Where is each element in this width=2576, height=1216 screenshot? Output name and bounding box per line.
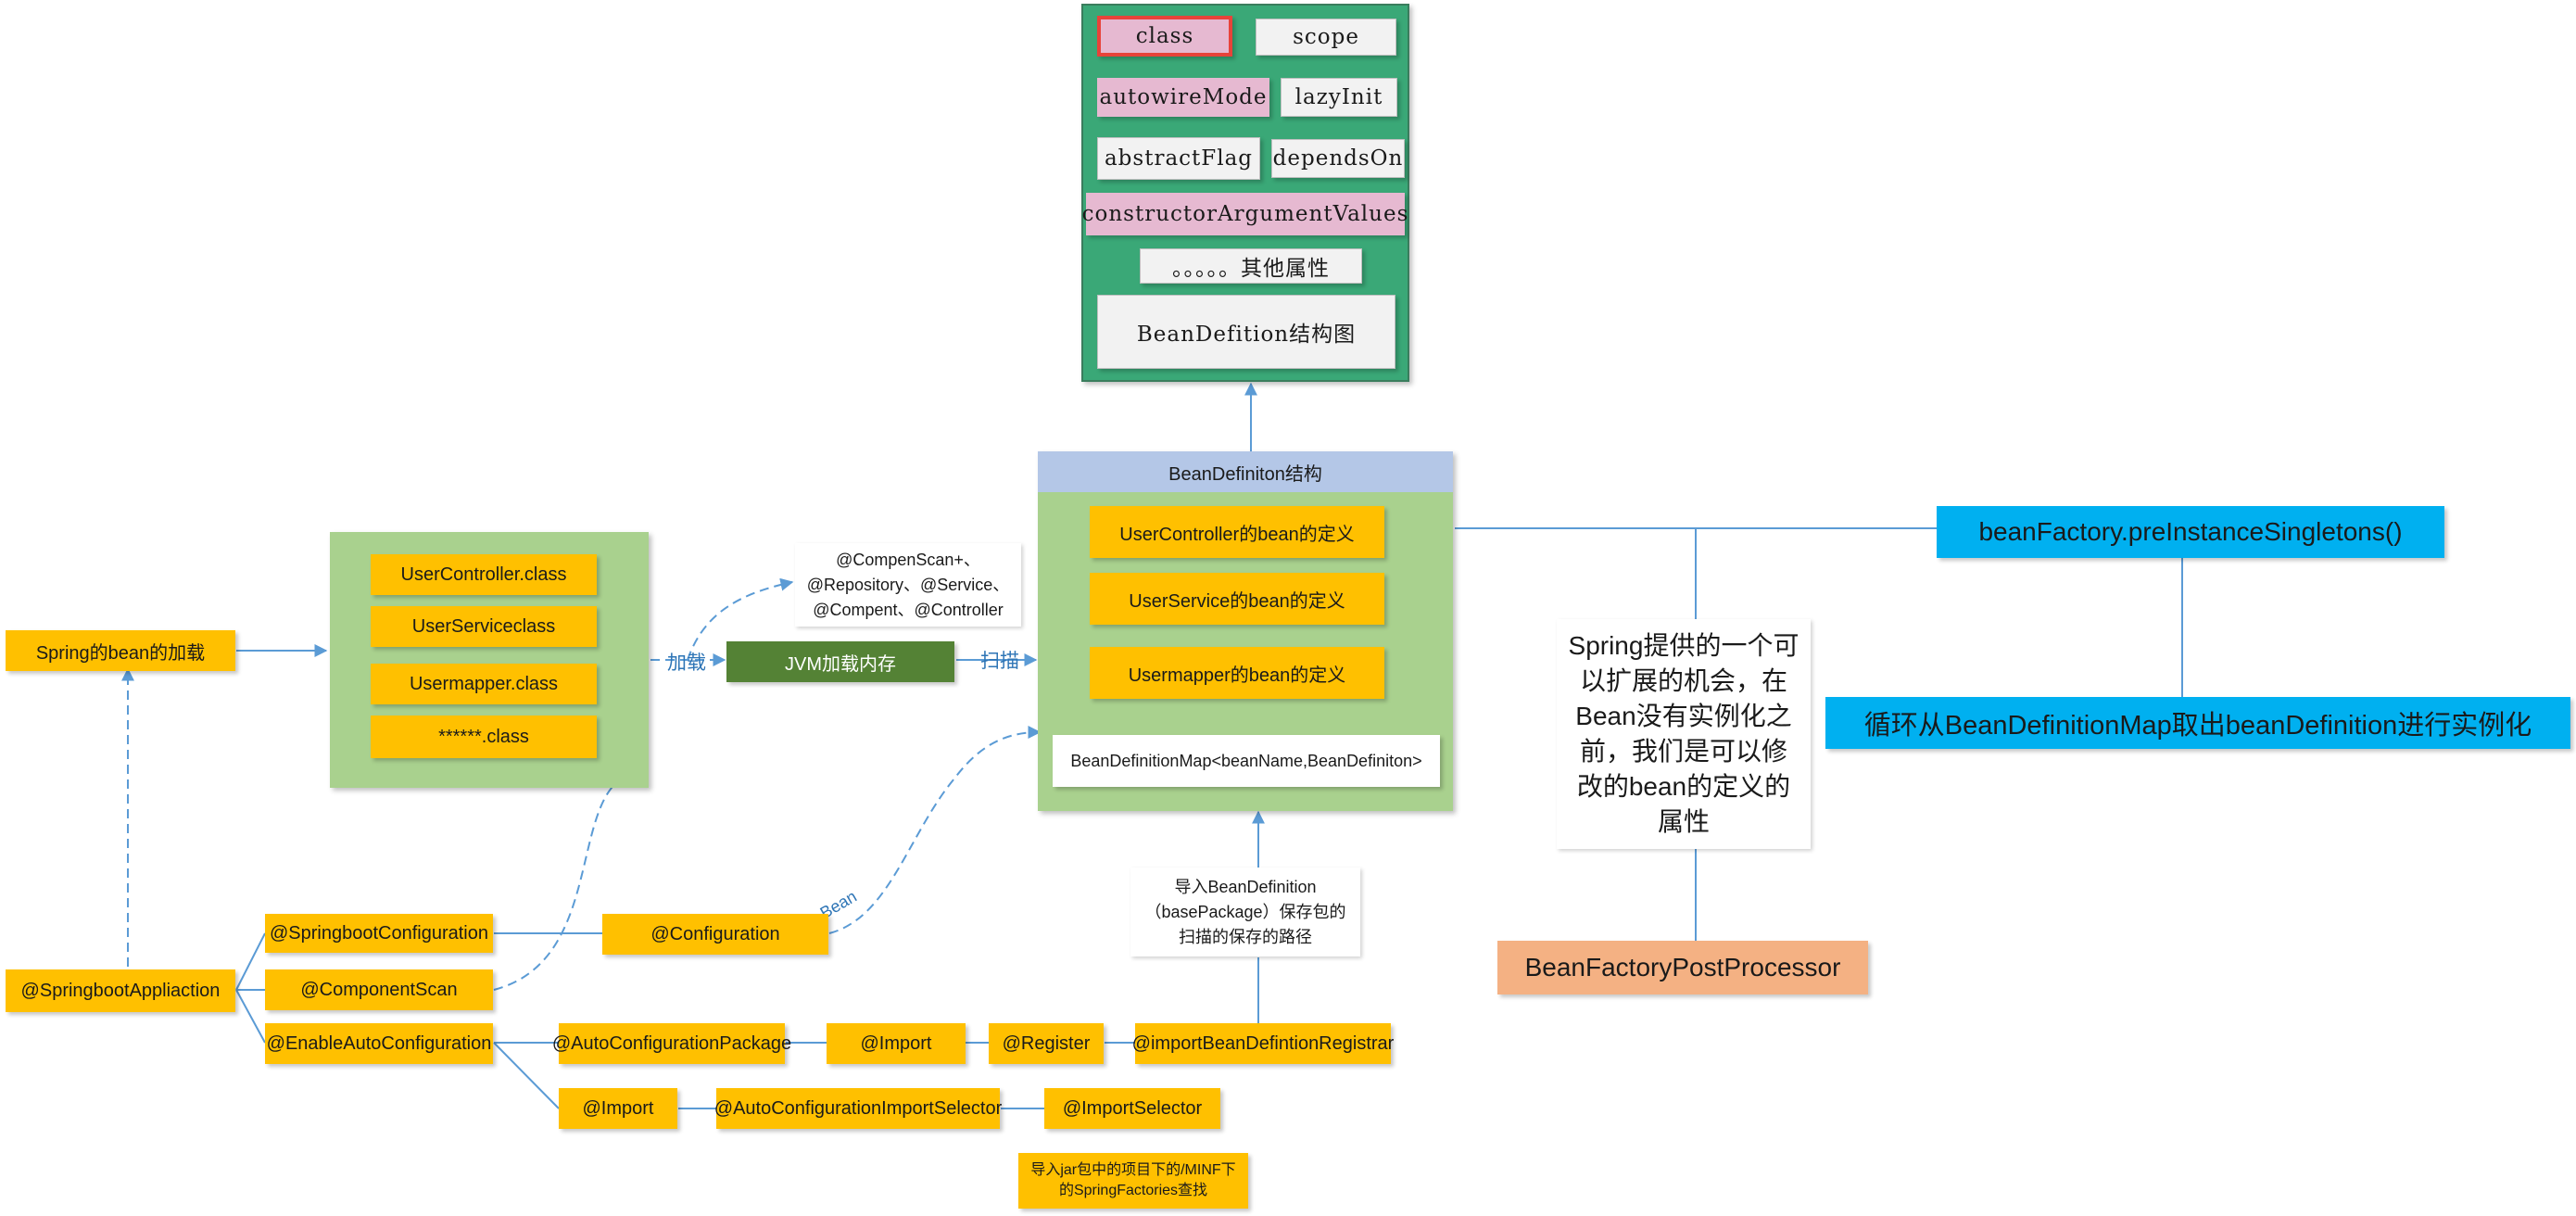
class-user-service: UserServiceclass xyxy=(371,606,597,647)
configuration: @Configuration xyxy=(602,914,828,955)
import-note-line-2: （basePackage）保存包的 xyxy=(1144,902,1346,921)
component-scan: @ComponentScan xyxy=(265,969,493,1010)
field-constructor-argument-values: constructorArgumentValues xyxy=(1082,193,1408,235)
bean-factory-post-processor: BeanFactoryPostProcessor xyxy=(1497,941,1868,994)
field-scope: scope xyxy=(1256,19,1396,56)
spring-note-line-5: 改的bean的定义的 xyxy=(1576,772,1791,801)
jar-note-line-2: 的SpringFactories查找 xyxy=(1058,1183,1208,1198)
bean-definition-caption: BeanDefition结构图 xyxy=(1097,295,1395,369)
spring-extension-note: Spring提供的一个可 以扩展的机会，在 Bean没有实例化之 前，我们是可以… xyxy=(1557,619,1811,849)
enable-auto-configuration: @EnableAutoConfiguration xyxy=(265,1023,493,1064)
class-user-controller: UserController.class xyxy=(371,554,597,595)
spring-note-line-3: Bean没有实例化之 xyxy=(1575,702,1792,730)
class-user-mapper: Usermapper.class xyxy=(371,664,597,704)
spring-note-line-4: 前，我们是可以修 xyxy=(1579,737,1787,766)
import-bean-definition-note: 导入BeanDefinition （basePackage）保存包的 扫描的保存… xyxy=(1130,868,1360,956)
field-abstract-flag: abstractFlag xyxy=(1097,137,1260,180)
spring-note-line-1: Spring提供的一个可 xyxy=(1568,631,1799,660)
field-other-properties: 。。。。。其他属性 xyxy=(1140,248,1362,284)
load-label: 加载 xyxy=(667,652,706,674)
jvm-memory: JVM加载内存 xyxy=(726,641,954,682)
import-annotation-2: @Import xyxy=(559,1088,677,1129)
import-note-line-1: 导入BeanDefinition xyxy=(1174,877,1317,896)
jar-factories-note: 导入jar包中的项目下的/MINF下 的SpringFactories查找 xyxy=(1018,1153,1248,1209)
bean-definition-structure-header: BeanDefiniton结构 xyxy=(1038,451,1453,492)
field-depends-on: dependsOn xyxy=(1271,139,1405,178)
scan-note-line-2: @Repository、@Service、 xyxy=(806,575,1010,594)
springboot-application: @SpringbootAppliaction xyxy=(6,969,235,1012)
scan-note-line-1: @CompenScan+、 xyxy=(836,550,980,569)
loop-instantiate: 循环从BeanDefinitionMap取出beanDefinition进行实例… xyxy=(1825,697,2570,749)
bean-def-user-service: UserService的bean的定义 xyxy=(1090,573,1384,625)
bean-def-user-mapper: Usermapper的bean的定义 xyxy=(1090,647,1384,699)
field-class: class xyxy=(1097,16,1232,57)
auto-configuration-package: @AutoConfigurationPackage xyxy=(552,1023,791,1064)
pre-instance-singletons: beanFactory.preInstanceSingletons() xyxy=(1937,506,2444,558)
bean-def-user-controller: UserController的bean的定义 xyxy=(1090,506,1384,558)
scan-annotation-note: @CompenScan+、 @Repository、@Service、 @Com… xyxy=(795,543,1021,627)
import-annotation-1: @Import xyxy=(827,1023,966,1064)
class-other: ******.class xyxy=(371,716,597,758)
field-lazy-init: lazyInit xyxy=(1281,78,1397,117)
spring-note-line-2: 以扩展的机会，在 xyxy=(1579,666,1787,695)
import-note-line-3: 扫描的保存的路径 xyxy=(1179,927,1312,946)
jar-note-line-1: 导入jar包中的项目下的/MINF下 xyxy=(1030,1162,1236,1178)
spring-bean-load: Spring的bean的加载 xyxy=(6,630,235,671)
auto-configuration-import-selector: @AutoConfigurationImportSelector xyxy=(714,1088,1002,1129)
bean-definition-map: BeanDefinitionMap<beanName,BeanDefiniton… xyxy=(1053,735,1440,787)
springboot-configuration: @SpringbootConfiguration xyxy=(265,914,493,953)
field-autowire-mode: autowireMode xyxy=(1097,78,1269,117)
import-bean-definition-registrar: @importBeanDefintionRegistrar xyxy=(1132,1023,1394,1064)
register-annotation: @Register xyxy=(989,1023,1104,1064)
spring-note-line-6: 属性 xyxy=(1657,807,1710,836)
import-selector: @ImportSelector xyxy=(1044,1088,1220,1129)
scan-label: 扫描 xyxy=(980,651,1019,672)
scan-note-line-3: @Compent、@Controller xyxy=(813,600,1004,619)
